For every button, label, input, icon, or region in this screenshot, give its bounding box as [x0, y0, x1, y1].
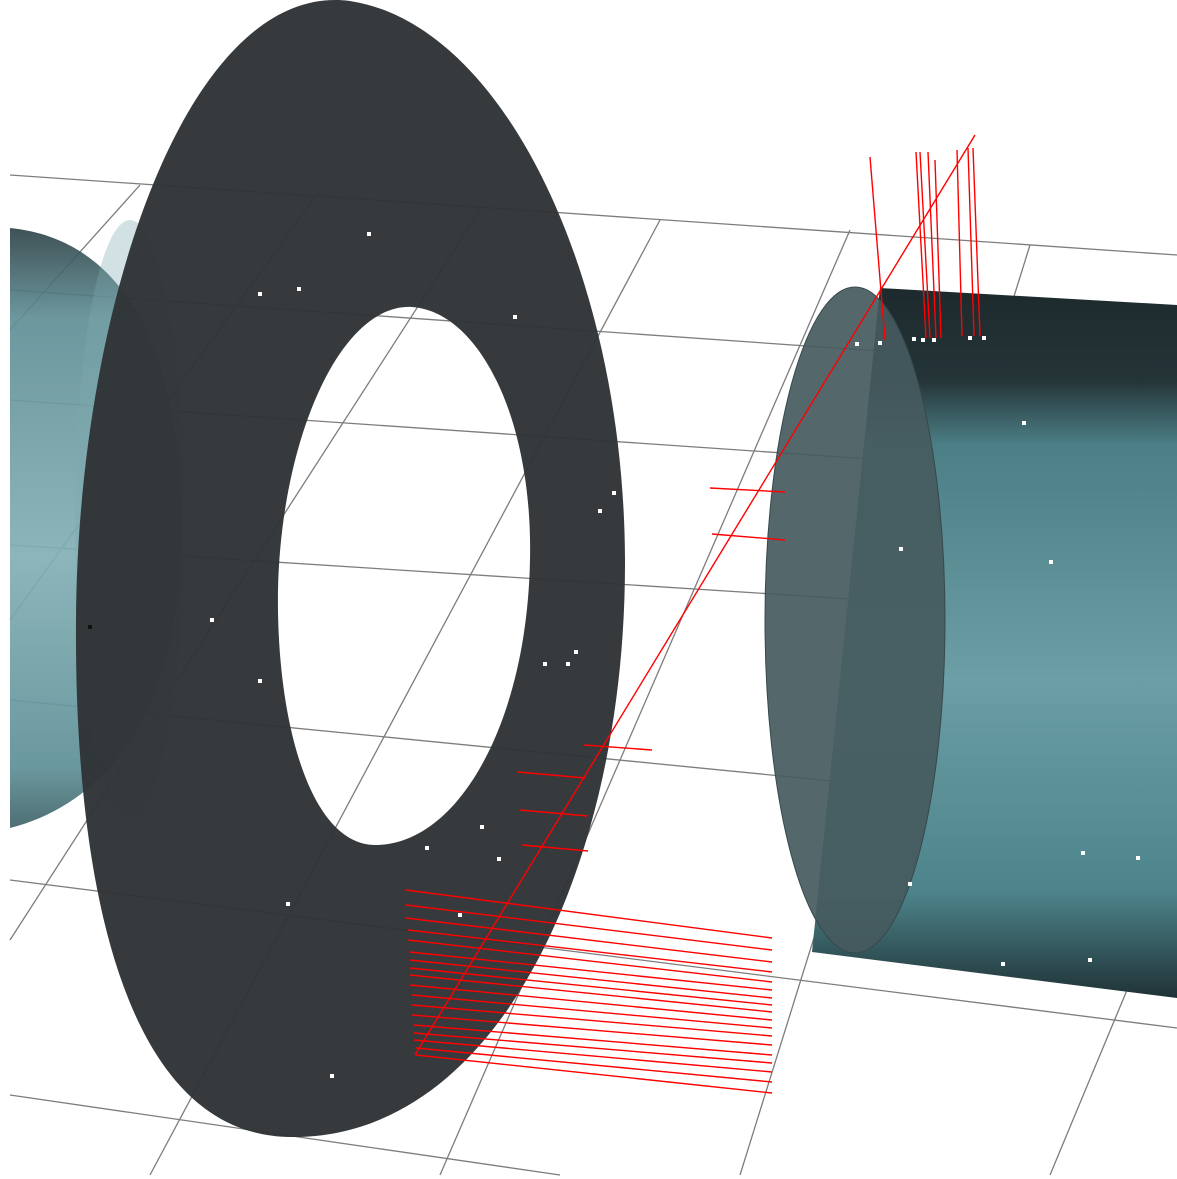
particle-tracks [405, 134, 981, 1094]
right-cylinder [764, 286, 1177, 998]
annular-disk [75, 0, 626, 1138]
hit-points [88, 127, 1140, 1078]
